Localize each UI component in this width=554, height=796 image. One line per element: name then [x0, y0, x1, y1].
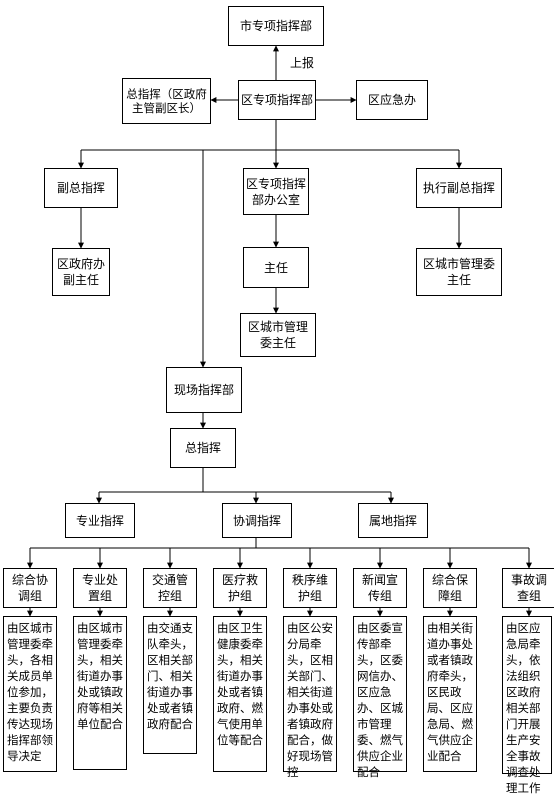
- group-box: 事故调查组: [502, 568, 554, 608]
- exec-deputy-box: 执行副总指挥: [416, 168, 502, 208]
- hq-office-label: 区专项指挥部办公室: [246, 176, 307, 207]
- group-name: 专业处置组: [81, 573, 118, 603]
- field-commander-label: 总指挥: [184, 441, 221, 455]
- group-duty-text: 由区委宣传部牵头，区委网信办、区应急办、区城市管理委、燃气供应企业配合: [357, 621, 403, 779]
- emergency-office-label: 区应急办: [367, 93, 416, 107]
- group-duty-box: 由交通支队牵头，区相关部门、相关街道办事处或者镇政府配合: [143, 616, 197, 754]
- deputy-commander-who-box: 区政府办副主任: [52, 248, 110, 296]
- field-commander-box: 总指挥: [170, 428, 236, 468]
- group-box: 专业处置组: [73, 568, 127, 608]
- org-chart: 市专项指挥部 上报 总指挥（区政府主管副区长） 区专项指挥部 区应急办 副总指挥…: [3, 6, 554, 795]
- group-name: 综合协调组: [11, 573, 48, 603]
- coordination-command-label: 协调指挥: [232, 513, 281, 528]
- group-duty-box: 由区城市管理委牵头，相关街道办事处或镇政府等相关单位配合: [73, 616, 127, 770]
- group-duty-text: 由相关街道办事处或者镇政府牵头，区民政局、区应急局、燃气供应企业配合: [427, 621, 473, 763]
- group-box: 综合保障组: [423, 568, 477, 608]
- group-name: 秩序维护组: [291, 573, 328, 603]
- group-name: 事故调查组: [510, 573, 547, 603]
- group-name: 交通管控组: [151, 573, 188, 603]
- coordination-command-box: 协调指挥: [222, 503, 292, 538]
- local-command-box: 属地指挥: [358, 503, 428, 538]
- group-duty-text: 由区城市管理委牵头，相关街道办事处或镇政府等相关单位配合: [77, 621, 123, 731]
- group-duty-box: 由相关街道办事处或者镇政府牵头，区民政局、区应急局、燃气供应企业配合: [423, 616, 477, 772]
- group-name: 医疗救护组: [221, 573, 258, 603]
- exec-deputy-label: 执行副总指挥: [422, 181, 495, 195]
- group-box: 综合协调组: [3, 568, 57, 608]
- group-box: 医疗救护组: [213, 568, 267, 608]
- group-duty-text: 由区城市管理委牵头，各相关成员单位参加，主要负责传达现场指挥部领导决定: [7, 621, 53, 763]
- report-label: 上报: [290, 56, 315, 70]
- field-hq-label: 现场指挥部: [173, 383, 234, 397]
- group-duty-box: 由区应急局牵头，依法组织区政府相关部门开展生产安全事故调查处理工作: [502, 616, 552, 795]
- district-hq-box: 区专项指挥部: [238, 80, 316, 120]
- emergency-office-box: 区应急办: [356, 80, 428, 120]
- group-duty-box: 由区城市管理委牵头，各相关成员单位参加，主要负责传达现场指挥部领导决定: [3, 616, 57, 772]
- local-command-label: 属地指挥: [368, 513, 417, 528]
- hq-office-box: 区专项指挥部办公室: [243, 168, 309, 215]
- director-box: 主任: [243, 247, 309, 288]
- group-duty-text: 由区卫生健康委牵头，相关街道办事处或者镇政府、燃气使用单位等配合: [217, 621, 263, 747]
- exec-deputy-who-box: 区城市管理委主任: [416, 248, 502, 296]
- professional-command-label: 专业指挥: [75, 513, 124, 528]
- connector-lines: [27, 45, 532, 617]
- director-who-label: 区城市管理委主任: [247, 320, 308, 350]
- group-duty-box: 由区委宣传部牵头，区委网信办、区应急办、区城市管理委、燃气供应企业配合: [353, 616, 407, 779]
- group-duty-text: 由区公安分局牵头，区相关部门、相关街道办事处或者镇政府配合，做好现场管控: [287, 621, 333, 779]
- group-duty-text: 由交通支队牵头，区相关部门、相关街道办事处或者镇政府配合: [147, 621, 193, 731]
- exec-deputy-who-label: 区城市管理委主任: [422, 257, 495, 287]
- director-label: 主任: [263, 260, 288, 275]
- field-hq-box: 现场指挥部: [166, 367, 242, 413]
- deputy-commander-label: 副总指挥: [56, 181, 105, 195]
- group-duty-box: 由区卫生健康委牵头，相关街道办事处或者镇政府、燃气使用单位等配合: [213, 616, 267, 772]
- group-duty-text: 由区应急局牵头，依法组织区政府相关部门开展生产安全事故调查处理工作: [506, 621, 541, 795]
- chief-commander-box: 总指挥（区政府主管副区长）: [122, 78, 211, 124]
- professional-command-box: 专业指挥: [65, 503, 135, 538]
- director-who-box: 区城市管理委主任: [240, 313, 316, 357]
- deputy-commander-who-label: 区政府办副主任: [56, 257, 105, 287]
- city-hq-label: 市专项指挥部: [239, 19, 312, 33]
- group-box: 秩序维护组: [283, 568, 337, 608]
- deputy-commander-box: 副总指挥: [44, 168, 118, 208]
- city-hq-box: 市专项指挥部: [228, 6, 324, 46]
- group-duty-box: 由区公安分局牵头，区相关部门、相关街道办事处或者镇政府配合，做好现场管控: [283, 616, 337, 779]
- group-box: 交通管控组: [143, 568, 197, 608]
- group-name: 新闻宣传组: [361, 573, 398, 603]
- group-name: 综合保障组: [431, 573, 468, 603]
- chief-commander-label: 总指挥（区政府主管副区长）: [126, 87, 207, 115]
- district-hq-label: 区专项指挥部: [241, 93, 314, 107]
- group-box: 新闻宣传组: [353, 568, 407, 608]
